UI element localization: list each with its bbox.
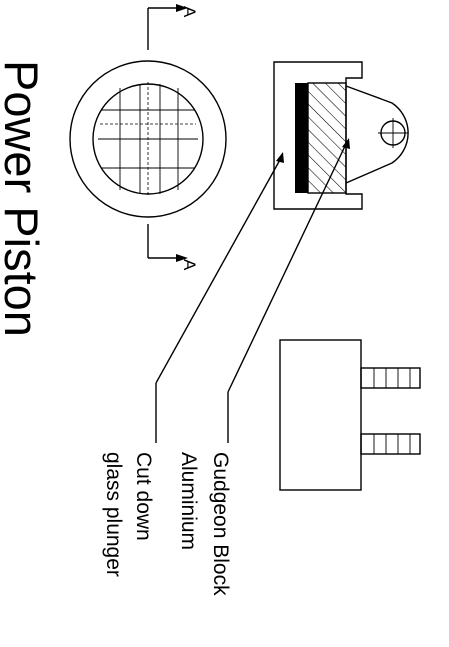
label-aluminium: Aluminium xyxy=(177,452,200,550)
gudgeon-block-section xyxy=(307,82,347,194)
leader-lines xyxy=(155,138,350,443)
diagram-title: Power Piston xyxy=(0,60,48,337)
section-marker-bottom: A xyxy=(180,259,199,271)
piston-section-view xyxy=(273,61,409,210)
section-line-a-a xyxy=(147,4,188,262)
section-marker-top: A xyxy=(180,6,199,18)
piston-end-view xyxy=(69,60,227,218)
label-gudgeon-block: Gudgeon Block xyxy=(209,452,232,596)
plunger-wall xyxy=(295,83,308,193)
piston-side-view xyxy=(279,339,421,491)
label-cut-down: Cut down xyxy=(132,452,155,541)
label-glass-plunger: glass plunger xyxy=(102,452,125,577)
